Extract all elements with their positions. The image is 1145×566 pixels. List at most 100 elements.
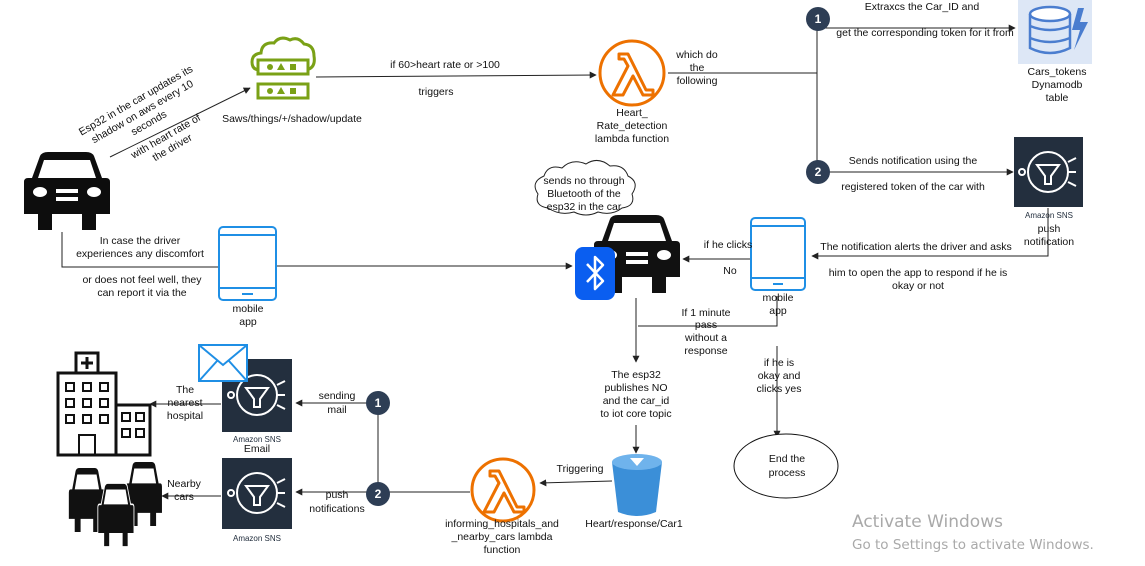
mobile-phone-icon [218, 226, 277, 301]
sns-email-service-label: Amazon SNS [233, 435, 281, 444]
lambda-icon [598, 39, 666, 107]
edge-label-line: which do [675, 49, 718, 61]
node-label-line: Heart_ [616, 107, 648, 119]
node-label-line: function [484, 544, 521, 556]
node-label-line: and the car_id [603, 395, 670, 407]
node-label-line: Rate_detection [597, 120, 668, 132]
step-badge-label: 2 [375, 487, 382, 501]
sending-mail-label: sending mail [319, 390, 356, 416]
node-label-line: The esp32 [611, 369, 661, 381]
node-label-line: app [239, 316, 257, 328]
node-label-line: cars [174, 491, 194, 503]
edge-label-line: sending [319, 390, 356, 402]
watermark-title: Activate Windows [852, 512, 1003, 532]
bluetooth-icon [575, 247, 615, 300]
node-label-line: _nearby_cars lambda [451, 531, 553, 543]
node-label-line: esp32 in the car [547, 201, 622, 213]
node-label-line: app [769, 305, 787, 317]
lambda-icon [470, 457, 536, 523]
edge-label-line: mail [327, 404, 346, 416]
edge-label-line: or does not feel well, they [82, 274, 202, 286]
iot-node-label: Saws/things/+/shadow/update [222, 113, 362, 125]
s3-bucket-icon [612, 454, 662, 516]
edge-label-line: pass [695, 319, 717, 331]
node-label-line: Cars_tokens [1028, 66, 1087, 78]
edge-label-line: okay and [758, 370, 801, 382]
iot-to-lambda-arrow [315, 71, 597, 79]
informing-lambda-label: informing_hospitals_and_nearby_cars lamb… [445, 518, 559, 556]
node-label-line: Nearby [167, 478, 202, 490]
sns-service-label: Amazon SNS [1025, 211, 1073, 220]
clicks-no-label-line2: No [723, 265, 737, 277]
edge-label-line: can report it via the [97, 287, 186, 299]
edge-label-line: response [684, 345, 727, 357]
edge-label-line: In case the driver [100, 235, 181, 247]
iot-triggers-label: triggers [418, 86, 453, 98]
node-label-line: push [1038, 223, 1061, 235]
step1-label-line1: Extraxcs the Car_ID and [865, 1, 980, 13]
node-label-line: notification [1024, 236, 1074, 248]
sns-icon [222, 458, 292, 529]
node-label-line: lambda function [595, 133, 669, 145]
step-badge-label: 1 [375, 396, 382, 410]
car-to-iot-arrow [109, 87, 251, 158]
node-label-line: nearest [167, 397, 202, 409]
edge-label-line: experiences any discomfort [76, 248, 204, 260]
push-notifications-label: push notifications [309, 489, 364, 515]
edge-label-line: If 1 minute [681, 307, 730, 319]
bluetooth-cloud [534, 160, 636, 216]
sns-push-service-label: Amazon SNS [233, 534, 281, 543]
node-label-line: Bluetooth of the [547, 188, 621, 200]
edge-label-line: okay or not [892, 280, 944, 292]
node-label-line: sends no through [543, 175, 624, 187]
edge-label-line: notifications [309, 503, 364, 515]
cars-group-icon [68, 462, 162, 548]
node-label-line: to iot core topic [600, 408, 671, 420]
end-process-node [733, 433, 839, 499]
step-badge-label: 1 [815, 12, 822, 26]
step-badge: 1 [366, 391, 390, 415]
topic-label: Heart/response/Car1 [585, 518, 683, 530]
clicks-no-label-line1: if he clicks [704, 239, 752, 251]
node-label-line: Dynamodb [1032, 79, 1083, 91]
triggering-label: Triggering [557, 463, 604, 475]
connectors [61, 24, 1049, 500]
node-label-line: mobile [763, 292, 794, 304]
car-icon [24, 152, 110, 230]
sns-to-phone-arrow [811, 208, 1049, 260]
step2-label-line1: Sends notification using the [849, 155, 978, 167]
node-label-line: End the [769, 453, 805, 465]
edge-label-line: if he is [764, 357, 794, 369]
iot-condition-label: if 60>heart rate or >100 [390, 59, 500, 71]
edge-label-line: him to open the app to respond if he is [829, 267, 1008, 279]
node-label-line: publishes NO [604, 382, 667, 394]
edge-label-line: following [677, 75, 718, 87]
node-label-line: informing_hospitals_and [445, 518, 559, 530]
hospital-icon [56, 351, 152, 457]
step-badge: 1 [806, 7, 830, 31]
timeout-line [638, 296, 778, 327]
iot-thing-icon [250, 36, 316, 100]
node-label-line: hospital [167, 410, 203, 422]
edge-label-line: push [326, 489, 349, 501]
step-badge-label: 2 [815, 165, 822, 179]
sns-email-label: Email [244, 443, 270, 455]
step-badge: 2 [806, 160, 830, 184]
dynamodb-icon [1018, 0, 1092, 64]
sns-icon [1014, 137, 1083, 207]
edge-label-line: without a [684, 332, 727, 344]
watermark-subtitle: Go to Settings to activate Windows. [852, 537, 1094, 553]
